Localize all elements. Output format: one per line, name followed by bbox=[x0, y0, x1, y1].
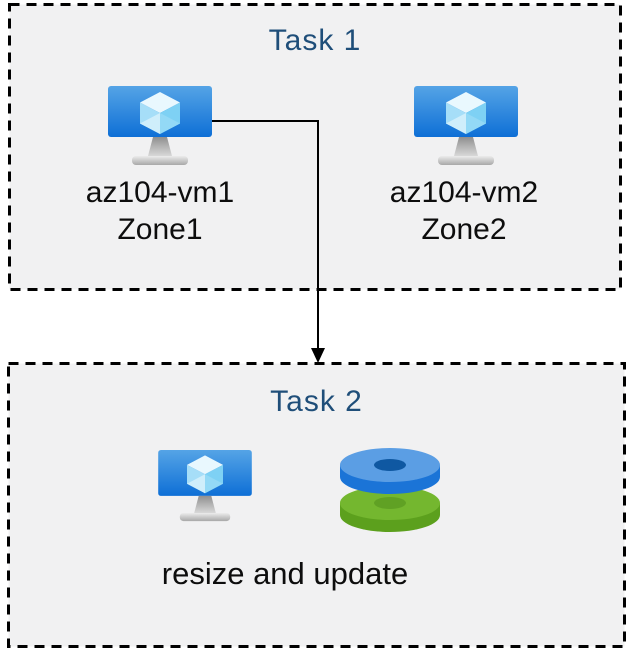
disks-icon bbox=[338, 445, 442, 533]
vm2-label: az104-vm2 Zone2 bbox=[364, 174, 564, 248]
task2-title: Task 2 bbox=[270, 385, 363, 418]
virtual-machine-icon bbox=[108, 86, 212, 166]
virtual-machine-icon bbox=[414, 86, 518, 166]
task1-title: Task 1 bbox=[268, 24, 362, 57]
vm2-zone: Zone2 bbox=[421, 213, 507, 246]
vm2-name: az104-vm2 bbox=[389, 176, 539, 209]
task2-box bbox=[7, 362, 626, 648]
task2-caption: resize and update bbox=[161, 556, 409, 591]
vm1-name: az104-vm1 bbox=[85, 176, 235, 209]
vm1-zone: Zone1 bbox=[117, 213, 203, 246]
virtual-machine-icon bbox=[158, 450, 252, 522]
vm1-label: az104-vm1 Zone1 bbox=[60, 174, 260, 248]
